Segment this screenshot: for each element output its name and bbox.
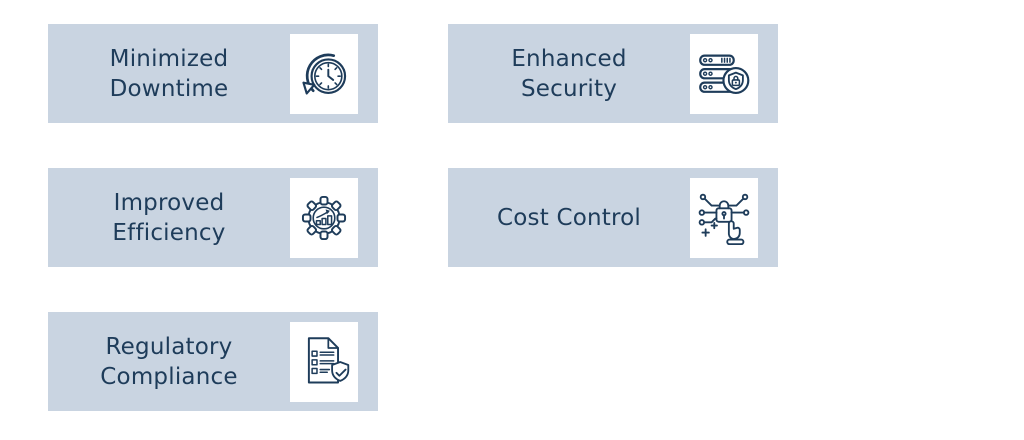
benefit-card-label: Cost Control — [497, 204, 641, 231]
icon-tile — [290, 321, 358, 402]
efficiency-gear-chart-icon — [301, 195, 347, 240]
icon-tile — [690, 33, 758, 114]
icon-tile — [290, 177, 358, 258]
benefit-card-minimized-downtime: Minimized Downtime — [48, 24, 378, 123]
benefit-card-enhanced-security: Enhanced Security — [448, 24, 778, 123]
benefit-card-label: Regulatory Compliance — [100, 333, 238, 390]
benefit-card-label: Enhanced Security — [511, 45, 627, 102]
benefit-card-regulatory-compliance: Regulatory Compliance — [48, 312, 378, 411]
benefit-card-label: Minimized Downtime — [109, 45, 229, 102]
icon-tile — [290, 33, 358, 114]
benefit-card-label: Improved Efficiency — [112, 189, 226, 246]
downtime-clock-icon — [302, 53, 347, 95]
compliance-checklist-icon — [307, 336, 350, 383]
benefit-card-cost-control: Cost Control — [448, 168, 778, 267]
cost-control-lock-icon — [698, 193, 750, 245]
icon-tile — [690, 177, 758, 258]
benefit-card-improved-efficiency: Improved Efficiency — [48, 168, 378, 267]
secure-server-icon — [699, 54, 750, 94]
